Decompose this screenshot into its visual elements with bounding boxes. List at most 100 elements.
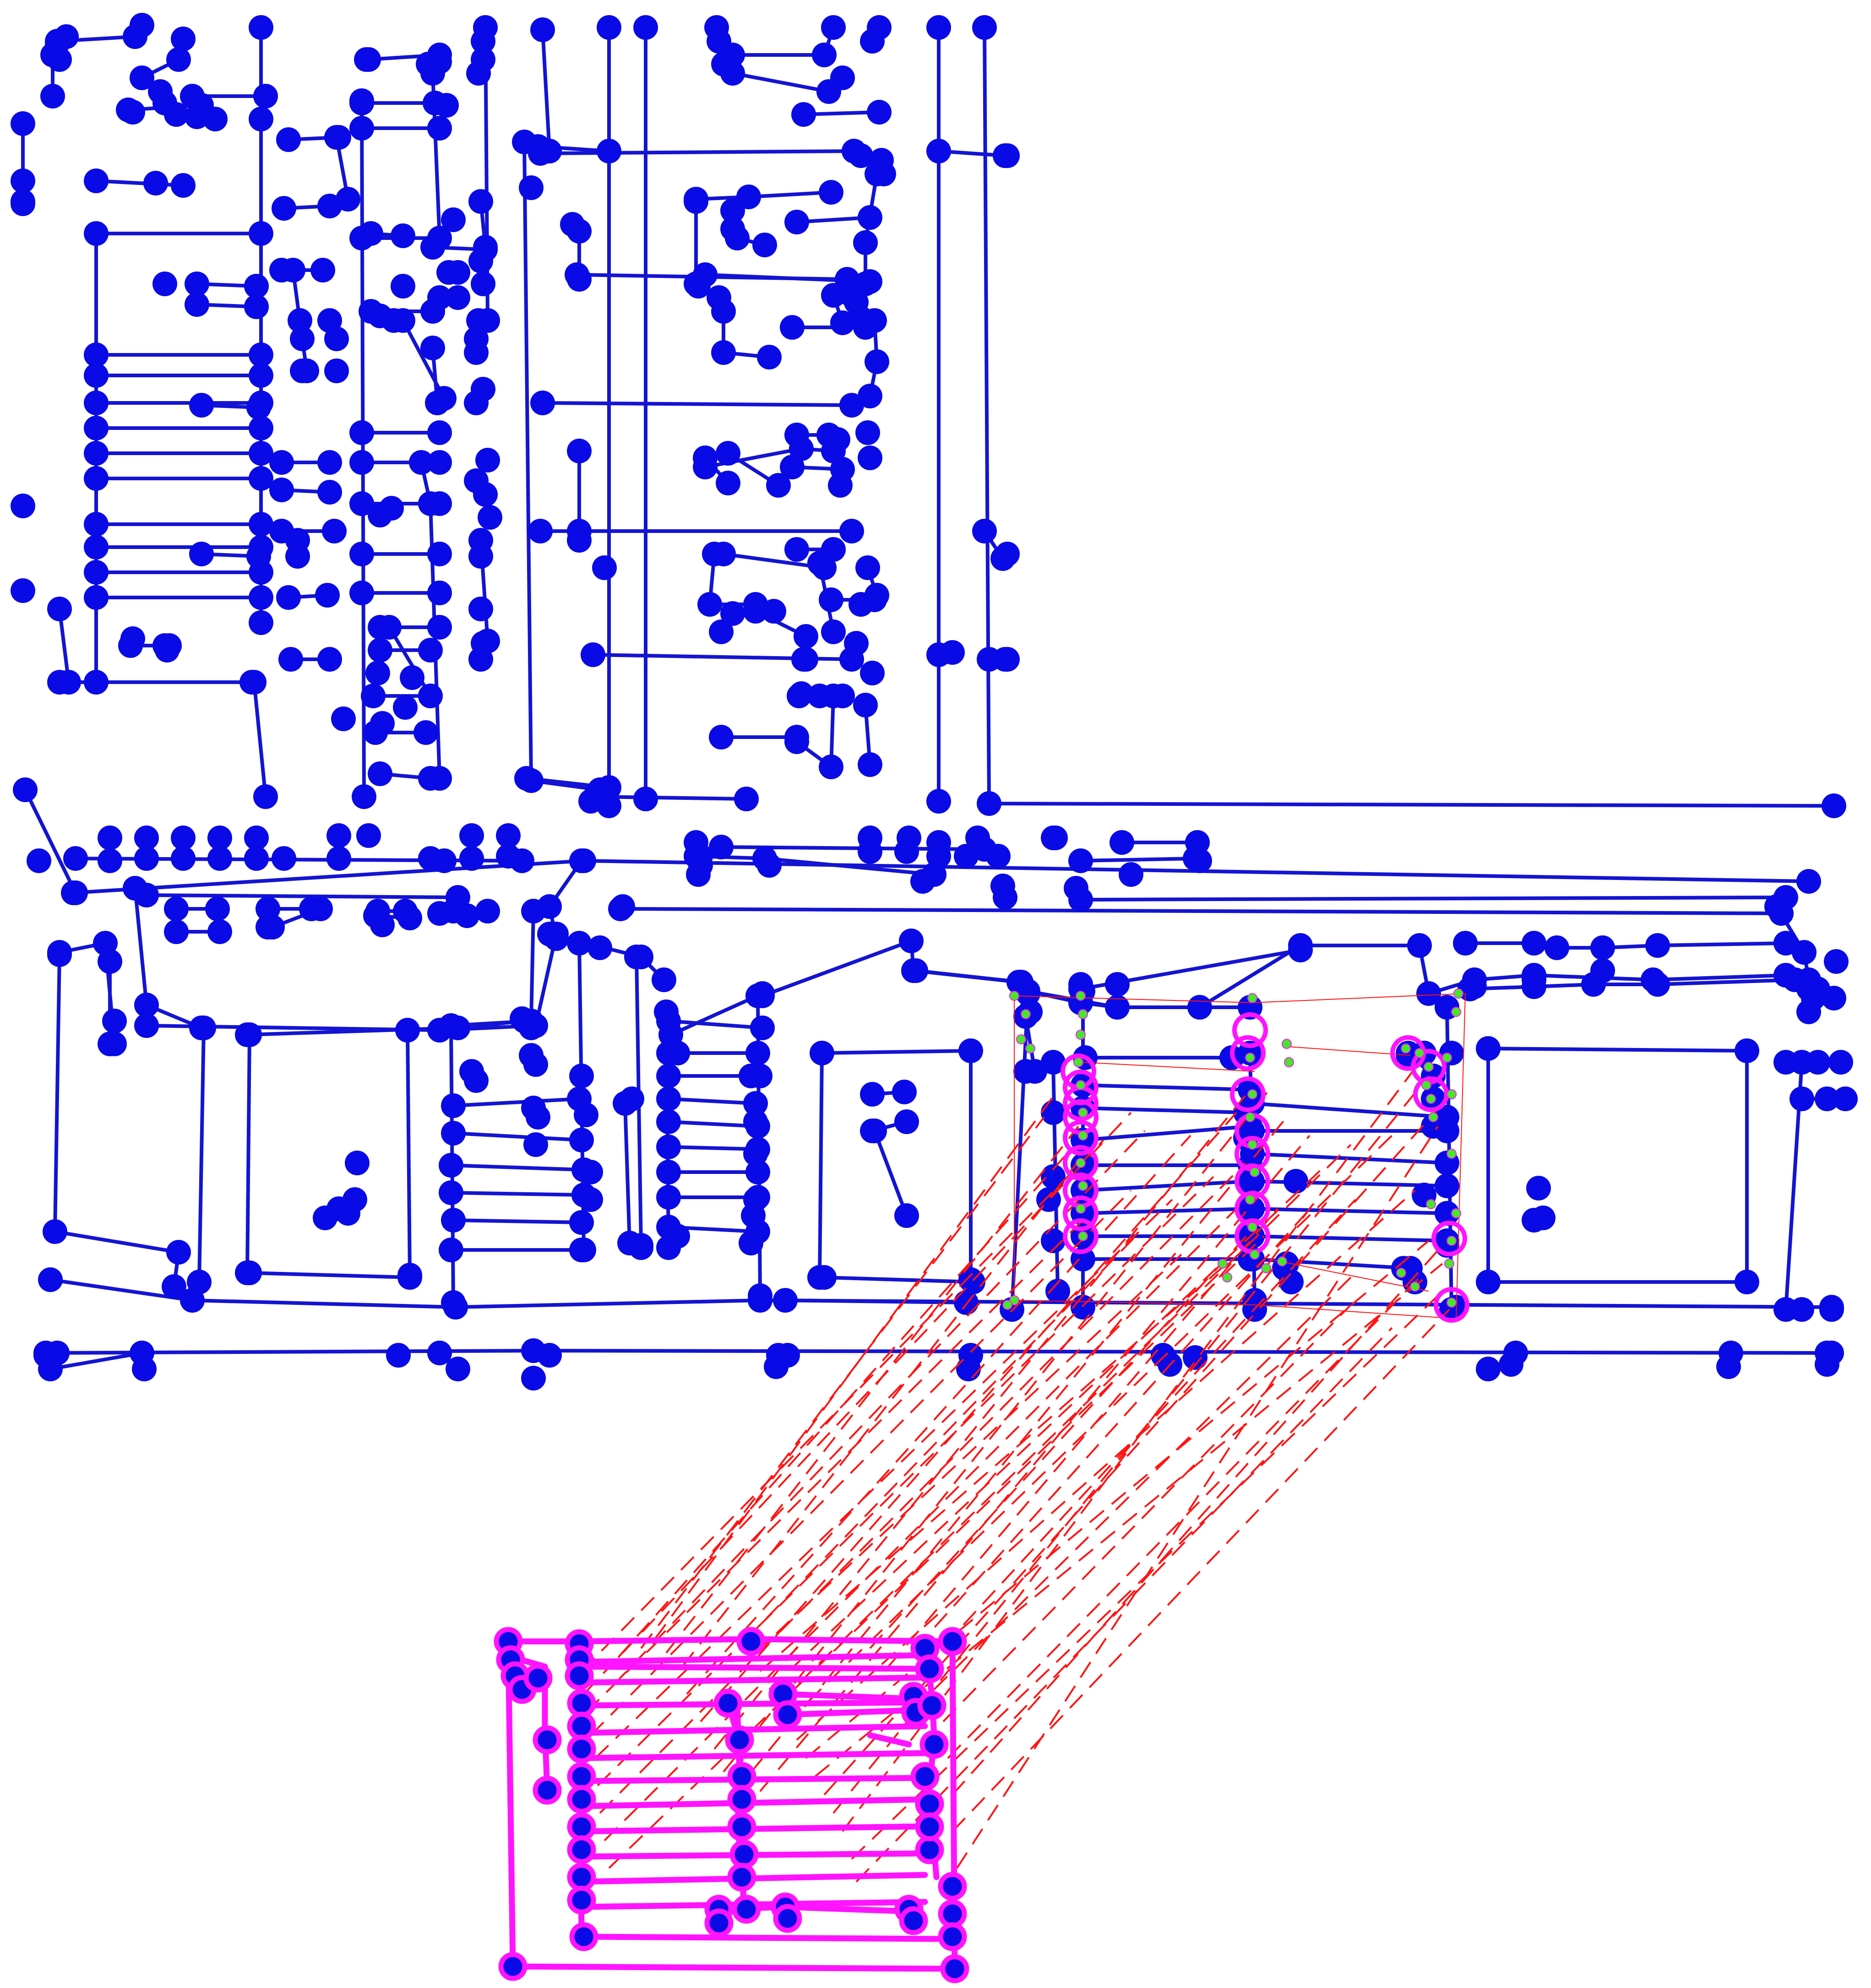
graph-node (98, 826, 122, 850)
graph-node (858, 752, 882, 777)
correspondence-line (924, 1199, 1356, 1668)
graph-edge (245, 1033, 251, 1275)
graph-node (587, 935, 612, 960)
graph-node (709, 835, 734, 859)
correspondence-line (613, 1130, 1146, 1686)
detection-edge (1282, 1046, 1411, 1056)
matched-node-ring (1063, 1195, 1099, 1231)
graph-edge (522, 140, 533, 782)
graph-node (569, 1238, 594, 1262)
graph-node (349, 420, 374, 445)
graph-node (926, 830, 951, 855)
graph-node (47, 597, 72, 621)
graph-node (734, 787, 759, 811)
graph-node (84, 585, 109, 610)
graph-node (1522, 967, 1546, 992)
graph-node (519, 175, 544, 200)
graph-node (597, 15, 621, 40)
graph-node (1476, 1357, 1501, 1381)
graph-node (134, 993, 159, 1017)
graph-node (269, 450, 294, 475)
graph-node (654, 999, 679, 1024)
keypoint-marker (1078, 1181, 1088, 1191)
graph-node (377, 615, 402, 640)
keypoint-marker (1284, 1057, 1294, 1067)
graph-node (1822, 793, 1846, 818)
graph-node (400, 665, 424, 690)
graph-node (748, 1283, 772, 1308)
graph-node (349, 542, 374, 566)
graph-node (1796, 869, 1821, 894)
query-edge (576, 1652, 928, 1665)
keypoint-marker (1426, 1199, 1436, 1209)
graph-node (249, 466, 273, 491)
graph-node (848, 143, 873, 168)
graph-node (84, 342, 109, 367)
graph-node (471, 47, 495, 72)
graph-node (349, 450, 374, 475)
graph-node (361, 684, 386, 708)
graph-node (164, 102, 189, 127)
graph-node (819, 587, 843, 612)
graph-node (478, 505, 502, 530)
graph-node (11, 111, 35, 136)
graph-edge (1081, 1124, 1252, 1142)
graph-node (1068, 972, 1093, 997)
graph-node (743, 1091, 768, 1116)
query-node (533, 1725, 562, 1754)
graph-node (519, 1043, 544, 1068)
graph-node (249, 610, 273, 635)
graph-node (427, 1341, 452, 1365)
graph-node (716, 471, 740, 495)
graph-node (246, 395, 271, 420)
graph-node (899, 929, 924, 953)
graph-node (750, 983, 775, 1008)
matched-node-ring (1434, 1287, 1469, 1323)
graph-node (544, 922, 569, 946)
keypoint-marker (1009, 991, 1019, 1001)
graph-edge (1081, 1207, 1252, 1215)
graph-node (1531, 1206, 1556, 1230)
graph-node (120, 626, 145, 651)
graph-node (244, 826, 269, 850)
graph-node (249, 15, 273, 40)
graph-edge (406, 1028, 412, 1277)
graph-node (633, 787, 658, 811)
graph-node (958, 1038, 983, 1063)
graph-node (63, 846, 88, 871)
graph-node (441, 207, 466, 232)
detection-edge (1080, 1062, 1255, 1072)
graph-node (441, 1208, 466, 1233)
query-node (727, 1863, 756, 1892)
graph-node (821, 619, 846, 644)
graph-node (276, 127, 301, 152)
graph-node (652, 967, 676, 992)
graph-node (354, 47, 379, 72)
query-edge (576, 1636, 754, 1645)
query-edge (510, 1963, 956, 1972)
graph-node (239, 670, 264, 695)
graph-node (468, 189, 493, 214)
keypoint-marker (1447, 1236, 1457, 1246)
graph-node (995, 143, 1020, 168)
graph-edge (914, 969, 1023, 984)
graph-node (791, 102, 816, 127)
graph-edge (747, 190, 833, 199)
graph-node (45, 1341, 70, 1365)
graph-node (185, 292, 209, 317)
correspondence-line (597, 1176, 1214, 1787)
graph-edge (1081, 1179, 1252, 1192)
graph-node (187, 1270, 212, 1294)
graph-node (164, 919, 189, 944)
graph-node (860, 661, 885, 685)
graph-edge (1081, 1106, 1247, 1114)
graph-node (656, 1064, 681, 1088)
keypoint-marker (1453, 989, 1463, 999)
graph-node (567, 439, 592, 463)
correspondence-line (952, 1309, 1450, 1832)
correspondence-line (681, 1157, 1082, 1668)
graph-node (794, 647, 818, 672)
graph-node (61, 880, 86, 905)
query-node (567, 1812, 596, 1841)
